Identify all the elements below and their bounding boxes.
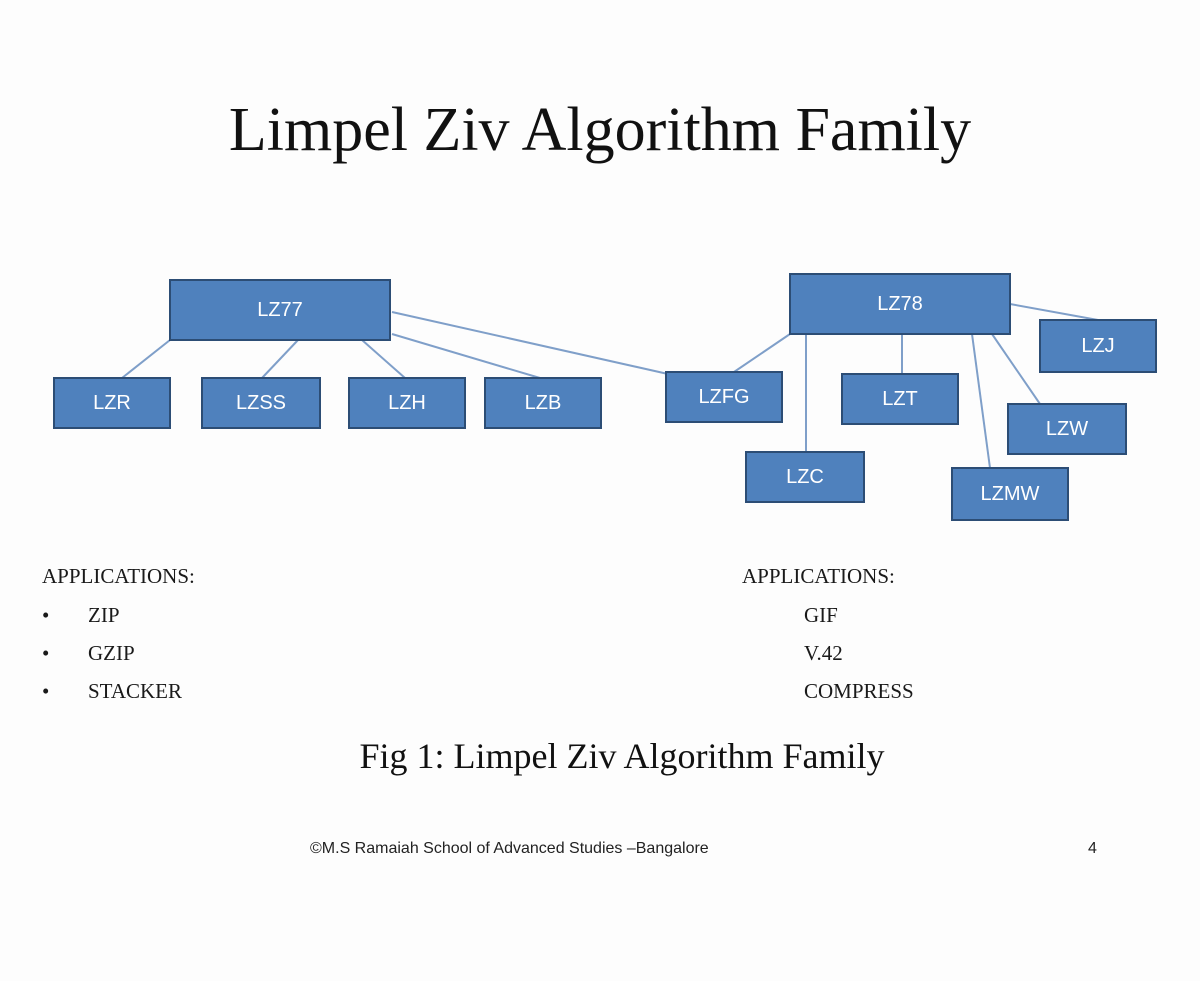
edge-lz78-lzj [1009, 303, 1099, 321]
node-label: LZJ [1081, 335, 1114, 357]
node-lzw: LZW [1007, 403, 1127, 455]
node-lz77: LZ77 [169, 279, 391, 341]
node-box [745, 451, 865, 503]
node-box [841, 373, 959, 425]
node-label: LZFG [698, 386, 749, 408]
node-lzj: LZJ [1039, 319, 1157, 373]
node-lzh: LZH [348, 377, 466, 429]
node-label: LZC [786, 466, 824, 488]
node-lzb: LZB [484, 377, 602, 429]
node-box [951, 467, 1069, 521]
node-label: LZMW [981, 483, 1040, 505]
node-label: LZR [93, 392, 131, 414]
node-box [484, 377, 602, 429]
lz77-applications: APPLICATIONS: • ZIP • GZIP • STACKER [42, 556, 195, 710]
application-label: GIF [804, 603, 838, 627]
slide-title: Limpel Ziv Algorithm Family [228, 96, 972, 164]
application-item: • STACKER [42, 672, 195, 710]
application-item: V.42 [742, 634, 914, 672]
applications-heading: APPLICATIONS: [742, 564, 895, 588]
application-item: COMPRESS [742, 672, 914, 710]
edge-lz78-lzw [991, 333, 1041, 405]
node-lzmw: LZMW [951, 467, 1069, 521]
node-lz78: LZ78 [789, 273, 1011, 335]
footer-text: ©M.S Ramaiah School of Advanced Studies … [310, 840, 709, 857]
application-item: GIF [742, 596, 914, 634]
applications-heading: APPLICATIONS: [42, 564, 195, 588]
edge-lz77-lzb [391, 333, 541, 379]
node-box [201, 377, 321, 429]
edge-lz77-lzss [261, 339, 299, 379]
node-lzt: LZT [841, 373, 959, 425]
node-label: LZB [525, 392, 562, 414]
figure-caption: Fig 1: Limpel Ziv Algorithm Family [359, 736, 885, 776]
node-box [1007, 403, 1127, 455]
node-label: LZSS [236, 392, 286, 414]
application-item: • ZIP [42, 596, 195, 634]
application-label: GZIP [88, 641, 135, 665]
node-label: LZW [1046, 418, 1088, 440]
node-box [789, 273, 1011, 335]
application-label: V.42 [804, 641, 843, 665]
bullet-icon: • [42, 641, 50, 665]
node-box [53, 377, 171, 429]
edge-lz77-lzr [121, 339, 171, 379]
node-box [665, 371, 783, 423]
application-label: STACKER [88, 679, 182, 703]
node-lzfg: LZFG [665, 371, 783, 423]
lz78-applications: APPLICATIONS: GIF V.42 COMPRESS [742, 556, 914, 710]
page-number: 4 [1088, 840, 1097, 857]
diagram-edges [121, 303, 1099, 469]
node-lzr: LZR [53, 377, 171, 429]
bullet-icon: • [42, 603, 50, 627]
node-box [1039, 319, 1157, 373]
node-label: LZH [388, 392, 426, 414]
node-label: LZT [882, 388, 918, 410]
application-label: ZIP [88, 603, 120, 627]
application-item: • GZIP [42, 634, 195, 672]
node-label: LZ77 [257, 299, 303, 321]
bullet-icon: • [42, 679, 50, 703]
edge-lz78-lzmw [971, 333, 991, 469]
node-box [348, 377, 466, 429]
edge-lz77-lzh [361, 339, 406, 379]
node-box [169, 279, 391, 341]
edge-lz77-lzfg [391, 311, 669, 375]
application-label: COMPRESS [804, 679, 914, 703]
edge-lz78-lzfg [733, 333, 791, 373]
node-lzc: LZC [745, 451, 865, 503]
node-lzss: LZSS [201, 377, 321, 429]
node-label: LZ78 [877, 293, 923, 315]
